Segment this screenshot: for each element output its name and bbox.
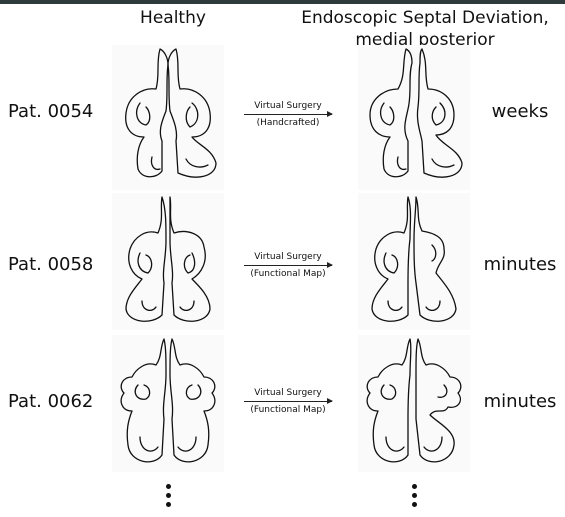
arrow-right-icon [244,114,332,115]
method-label: Virtual Surgery [238,252,338,262]
nasal-cavity-healthy-icon [112,45,224,190]
healthy-cavity [112,335,224,472]
deviated-cavity [358,335,470,472]
deviated-cavity [358,193,470,330]
method-label: Virtual Surgery [238,388,338,398]
nasal-cavity-healthy-icon [112,335,224,472]
duration-label: minutes [480,391,560,412]
method-label: Virtual Surgery [238,101,338,111]
method-sublabel: (Handcrafted) [238,118,338,128]
header-deviation-line1: Endoscopic Septal Deviation, [285,7,565,29]
healthy-cavity [112,45,224,190]
duration-label: minutes [480,254,560,275]
virtual-surgery-arrow: Virtual Surgery (Functional Map) [238,388,338,415]
virtual-surgery-arrow: Virtual Surgery (Functional Map) [238,252,338,279]
top-bar [0,0,565,4]
virtual-surgery-arrow: Virtual Surgery (Handcrafted) [238,101,338,128]
nasal-cavity-deviated-icon [358,335,470,472]
deviated-cavity [358,45,470,190]
patient-label: Pat. 0058 [8,254,93,275]
nasal-cavity-deviated-icon [358,193,470,330]
vertical-ellipsis-icon [409,484,419,511]
header-healthy: Healthy [118,7,228,29]
patient-label: Pat. 0054 [8,101,93,122]
arrow-right-icon [244,401,332,402]
duration-label: weeks [480,101,560,122]
patient-label: Pat. 0062 [8,391,93,412]
nasal-cavity-deviated-icon [358,45,470,190]
nasal-cavity-healthy-icon [112,193,224,330]
arrow-right-icon [244,265,332,266]
healthy-cavity [112,193,224,330]
method-sublabel: (Functional Map) [238,405,338,415]
vertical-ellipsis-icon [163,484,173,511]
method-sublabel: (Functional Map) [238,269,338,279]
